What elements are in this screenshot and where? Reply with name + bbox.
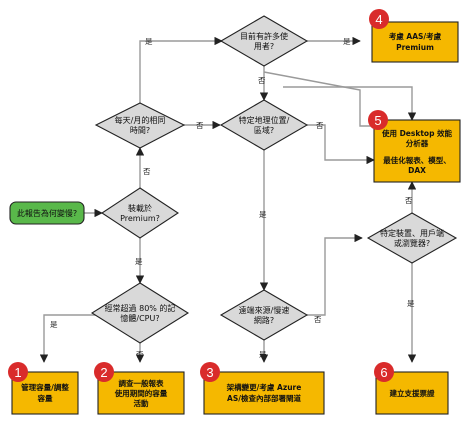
label-capacity-no: 否 <box>136 350 144 359</box>
badge-2: 2 <box>94 362 114 382</box>
badge-4-text: 4 <box>375 12 382 27</box>
label-premium-no: 否 <box>143 167 151 176</box>
edge-users-to-analyzer-b <box>283 86 417 121</box>
badge-6-text: 6 <box>380 365 387 380</box>
daily-line-1: 每天/月的相同 <box>115 115 166 125</box>
start-node-text: 此報告為何變慢? <box>17 208 77 218</box>
decision-source-slow: 遠端來源/慢速 網路? <box>219 289 309 341</box>
edge-labels: 是 是 否 否 否 否 是 是 是 否 否 是 否 是 <box>50 37 415 359</box>
badge-1: 1 <box>8 362 28 382</box>
start-node: 此報告為何變慢? <box>9 201 85 225</box>
analyzer-sub-1: 最佳化報表、模型、 <box>383 155 451 165</box>
edge-users-to-analyzer <box>263 71 372 127</box>
edge-capacity-to-manage <box>39 314 96 363</box>
edge-location-to-analyzer <box>307 124 375 165</box>
connectors <box>39 36 417 363</box>
label-device-yes: 是 <box>407 299 415 308</box>
label-source-yes: 是 <box>259 350 267 359</box>
schedule-line-1: 調查一般報表 <box>119 378 164 388</box>
schedule-line-2: 使用期間的容量 <box>114 388 168 398</box>
users-line-1: 目前有許多使 <box>240 31 288 41</box>
outcome-azure: 架構變更/考慮 Azure AS/檢查內部部署閘道 <box>203 371 325 415</box>
decision-many-users: 目前有許多使 用者? <box>219 15 309 67</box>
badge-4: 4 <box>369 9 389 29</box>
edge-source-to-device <box>307 233 363 316</box>
badge-5-text: 5 <box>374 113 381 128</box>
badge-3: 3 <box>200 362 220 382</box>
analyzer-sub-2: DAX <box>408 166 426 175</box>
outcome-support: 建立支援票證 <box>375 371 449 415</box>
support-line-1: 建立支援票證 <box>389 388 435 398</box>
badge-5: 5 <box>368 110 388 130</box>
schedule-line-3: 活動 <box>134 398 149 408</box>
source-line-2: 網路? <box>254 315 274 325</box>
outcome-analyzer: 使用 Desktop 效能 分析器 最佳化報表、模型、 DAX <box>373 119 461 183</box>
label-location-yes: 是 <box>259 210 267 219</box>
label-users-yes: 是 <box>343 37 351 46</box>
manage-line-2: 容量 <box>37 393 53 403</box>
device-line-2: 或瀏覽器? <box>394 238 430 248</box>
source-line-1: 遠端來源/慢速 <box>239 305 290 315</box>
label-premium-yes: 是 <box>135 257 143 266</box>
capacity-line-1: 經常超過 80% 的記 <box>105 303 176 313</box>
location-line-2: 區域? <box>254 125 274 135</box>
label-capacity-yes: 是 <box>50 320 58 329</box>
manage-line-1: 管理容量/調整 <box>21 382 69 392</box>
premium-line-2: Premium? <box>120 214 160 223</box>
label-device-no: 否 <box>405 196 413 205</box>
label-daily-no: 否 <box>196 121 204 130</box>
edge-daily-to-users <box>139 36 223 103</box>
azure-line-2: AS/檢查內部部署閘道 <box>227 393 301 403</box>
aas-line-2: Premium <box>396 43 434 52</box>
location-line-1: 特定地理位置/ <box>239 115 290 125</box>
outcome-schedule: 調查一般報表 使用期間的容量 活動 <box>97 371 185 415</box>
badge-6: 6 <box>374 362 394 382</box>
analyzer-title-2: 分析器 <box>406 138 429 148</box>
badge-1-text: 1 <box>14 365 21 380</box>
label-source-no: 否 <box>314 315 322 324</box>
decision-device: 特定裝置、用戶端 或瀏覽器? <box>366 212 458 264</box>
premium-line-1: 裝載於 <box>128 203 152 213</box>
decision-daily: 每天/月的相同 時間? <box>94 102 186 149</box>
aas-line-1: 考慮 AAS/考慮 <box>389 31 442 41</box>
azure-line-1: 架構變更/考慮 Azure <box>226 382 302 392</box>
users-line-2: 用者? <box>254 42 274 51</box>
label-daily-yes: 是 <box>145 37 153 46</box>
capacity-line-2: 憶體/CPU? <box>120 313 159 323</box>
badge-3-text: 3 <box>206 365 213 380</box>
analyzer-title-1: 使用 Desktop 效能 <box>381 128 453 138</box>
device-line-1: 特定裝置、用戶端 <box>380 228 444 238</box>
daily-line-2: 時間? <box>130 126 150 135</box>
outcome-aas: 考慮 AAS/考慮 Premium <box>371 21 459 63</box>
badge-2-text: 2 <box>100 365 107 380</box>
decision-capacity-cpu: 經常超過 80% 的記 憶體/CPU? <box>90 282 190 344</box>
label-users-no: 否 <box>258 76 266 85</box>
label-location-no: 否 <box>316 121 324 130</box>
decision-location: 特定地理位置/ 區域? <box>219 99 309 151</box>
decision-premium: 裝載於 Premium? <box>100 187 180 239</box>
